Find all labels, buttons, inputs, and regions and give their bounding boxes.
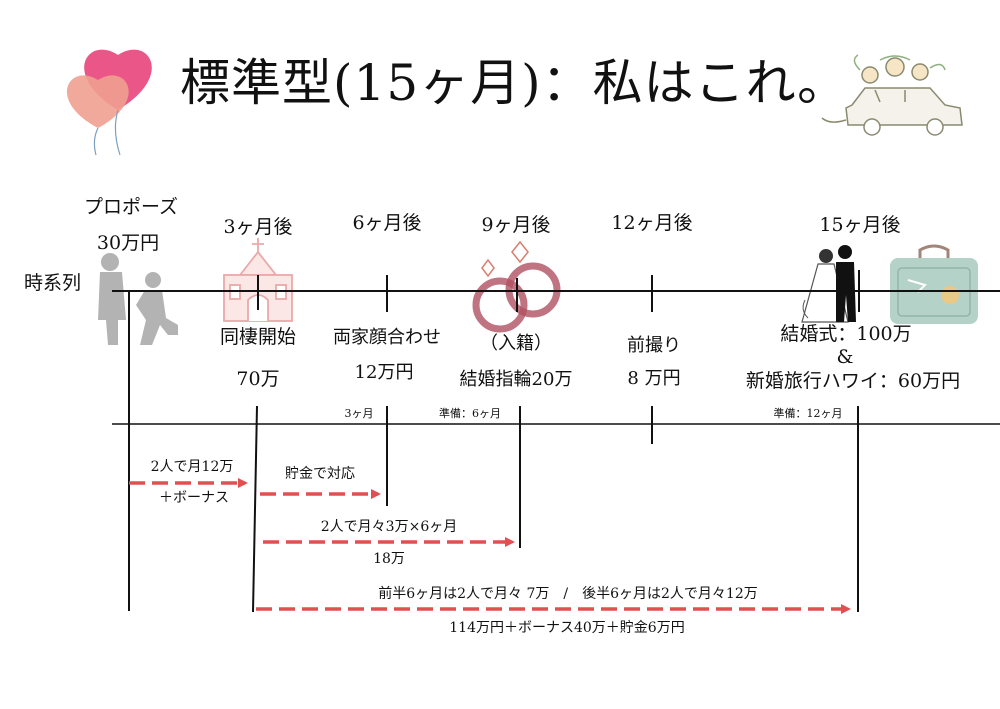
milestone-time-15m: 15ヶ月後	[819, 214, 901, 236]
savings-2-top: 貯金で対応	[285, 466, 355, 482]
savings-3-bottom: 18万	[373, 551, 405, 567]
milestone-time-9m: 9ヶ月後	[481, 214, 551, 236]
page-title: 標準型(15ヶ月)：私はこれ。	[180, 54, 849, 112]
savings-4-bottom: 114万円＋ボーナス40万＋貯金6万円	[449, 620, 685, 636]
milestone-event-9m: （入籍）	[480, 333, 552, 354]
milestone-amount-12m: 8 万円	[627, 368, 681, 389]
milestone-time-3m: 3ヶ月後	[223, 216, 293, 238]
milestone-event-6m: 両家顔合わせ	[333, 327, 441, 348]
prep-label-6m: 準備：6ヶ月	[439, 407, 501, 420]
milestone-amount-6m: 12万円	[354, 362, 414, 383]
milestone-amount-9m: 結婚指輪20万	[459, 369, 573, 390]
milestone-time-12m: 12ヶ月後	[611, 212, 693, 234]
savings-4-top: 前半6ヶ月は2人で月々 7万 / 後半6ヶ月は2人で月々12万	[378, 586, 758, 602]
prep-label-12m: 準備：12ヶ月	[773, 407, 843, 420]
axis-label: 時系列	[24, 272, 82, 294]
milestone-amp-15m: &	[836, 346, 854, 368]
milestone-event-3m: 同棲開始	[219, 326, 297, 348]
milestone-event-12m: 前撮り	[627, 335, 681, 356]
savings-arrows	[129, 478, 851, 614]
milestone-amount-3m: 70万	[236, 368, 280, 390]
milestone-amount-15m: 新婚旅行ハワイ：60万円	[745, 370, 961, 392]
savings-1-bottom: ＋ボーナス	[159, 490, 229, 506]
milestone-time-proposal: プロポーズ	[83, 196, 179, 218]
deadline-lines	[252, 405, 859, 613]
savings-3-top: 2人で月々3万×6ヶ月	[320, 519, 458, 535]
milestone-event-15m: 結婚式：100万	[780, 323, 912, 345]
milestone-time-6m: 6ヶ月後	[352, 212, 422, 234]
milestone-ticks	[128, 270, 860, 611]
wedding-car-icon	[821, 54, 963, 136]
balloons-icon	[66, 49, 152, 156]
milestone-amount-proposal: 30万円	[96, 232, 160, 254]
savings-1-top: 2人で月12万	[150, 459, 234, 475]
prep-label-3m: 3ヶ月	[344, 407, 374, 420]
